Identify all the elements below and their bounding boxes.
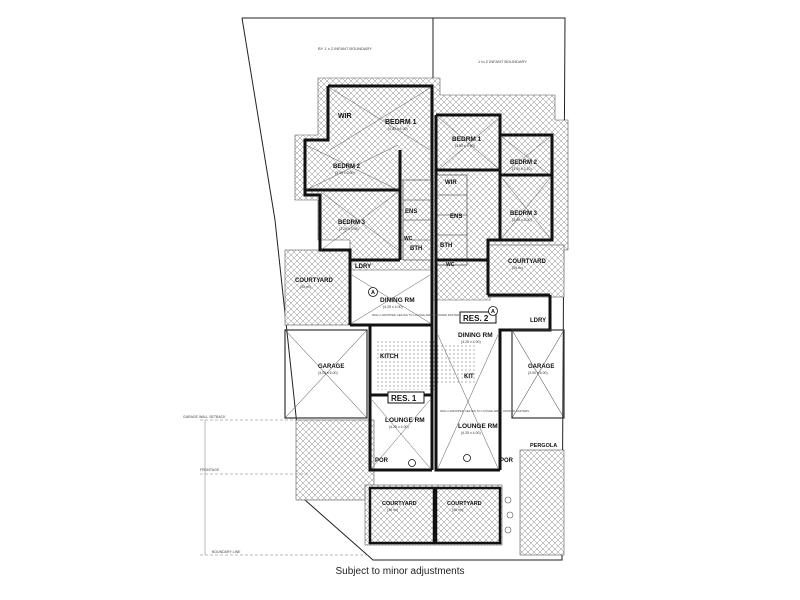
left-lounge-dim: (4.25 x 4.00) (389, 425, 409, 429)
right-garage-label: GARAGE (528, 364, 554, 370)
right-bth-label: BTH (440, 243, 452, 249)
note-boundary: BOUNDARY LINE (212, 550, 241, 554)
section-marker-right-label: A (491, 309, 495, 315)
right-lounge-label: LOUNGE RM (458, 423, 498, 430)
res1-badge (387, 391, 425, 404)
left-bth-label: BTH (410, 246, 422, 252)
left-front-courtyard-label: COURTYARD (382, 501, 417, 507)
room-diagonals (305, 87, 551, 469)
ceiling-note-right: 300mm DROPPED CEILING TO LOUNGE AREA, HO… (440, 409, 529, 413)
right-bed1-label: BEDRM 1 (452, 136, 482, 143)
note-garage-setback: GARAGE WALL SETBACK (183, 415, 226, 419)
right-courtyard-label: COURTYARD (508, 259, 546, 265)
left-dining-dim: (4.25 x 4.00) (383, 305, 403, 309)
right-lounge-dim: (4.25 x 4.00) (461, 431, 481, 435)
left-courtyard-label: COURTYARD (295, 278, 333, 284)
left-garage-label: GARAGE (318, 364, 344, 370)
right-pergola-label: PERGOLA (530, 443, 557, 449)
left-bed2-label: BEDRM 2 (333, 164, 361, 170)
left-bed3-dim: (3.29 x 3.05) (339, 227, 359, 231)
left-bed3-label: BEDRM 3 (338, 220, 366, 226)
left-kitch-label: KITCH (380, 354, 398, 360)
left-lounge-label: LOUNGE RM (385, 417, 425, 424)
left-wir-label: WIR (338, 113, 352, 120)
right-por-label: POR (500, 458, 514, 464)
right-dining-label: DINING RM (458, 332, 493, 339)
section-marker-por-left (408, 459, 416, 467)
section-marker-right (488, 306, 498, 316)
section-marker-left-label: A (371, 290, 375, 296)
left-garage-dim: (3.00 x 6.00) (318, 371, 338, 375)
ceiling-note-left: 300mm DROPPED CEILING TO LOUNGE AREA, HO… (372, 313, 461, 317)
walls-residence-1 (303, 84, 434, 472)
left-bed1-dim: (4.03 x 4.00) (388, 127, 408, 131)
plan-caption: Subject to minor adjustments (335, 566, 465, 577)
left-wc-label: WC (404, 236, 413, 242)
left-bed2-dim: (3.43 x 3.00) (335, 171, 355, 175)
left-bed1-label: BEDRM 1 (385, 119, 417, 126)
top-note-left: BY 1 x 2 INFANT BOUNDARY (318, 46, 372, 51)
left-dining-label: DINING RM (380, 297, 415, 304)
right-courtyard-dim: (25 m²) (512, 266, 523, 270)
right-ens-label: ENS (450, 214, 462, 220)
left-ens-label: ENS (405, 209, 417, 215)
top-note-right: 1 to 2 INFANT BOUNDARY (478, 59, 527, 64)
res2-label: RES. 2 (463, 314, 489, 323)
right-bed1-dim: (3.50 x 3.50) (455, 144, 475, 148)
res2-badge (459, 311, 497, 324)
left-ldry-label: LDRY (355, 264, 371, 270)
right-wir-label: WIR (445, 180, 457, 186)
left-courtyard-dim: (30 m²) (300, 285, 311, 289)
section-marker-por-right (463, 454, 471, 462)
front-courtyard-walls (368, 486, 502, 545)
right-bed2-dim: (3.40 x 3.10) (512, 167, 532, 171)
right-bed2-label: BEDRM 2 (510, 160, 538, 166)
garage-outlines (284, 329, 565, 419)
shrub-icons (504, 496, 514, 534)
paved-areas (375, 340, 477, 390)
right-bed3-label: BEDRM 3 (510, 211, 538, 217)
section-marker-left (368, 287, 378, 297)
right-ldry-label: LDRY (530, 318, 546, 324)
right-front-courtyard-label: COURTYARD (447, 501, 482, 507)
note-front-setback: FRONTAGE (200, 468, 220, 472)
left-por-label: POR (375, 458, 389, 464)
right-dining-dim: (4.25 x 4.00) (461, 340, 481, 344)
setback-lines (200, 419, 370, 556)
right-kit-label: KIT (464, 374, 474, 380)
right-front-courtyard-dim: (40 m²) (452, 508, 463, 512)
right-wc-label: WC (446, 262, 455, 268)
left-front-courtyard-dim: (36 m²) (387, 508, 398, 512)
right-bed3-dim: (3.30 x 3.00) (512, 218, 532, 222)
right-garage-dim: (3.00 x 6.00) (528, 371, 548, 375)
res1-label: RES. 1 (391, 394, 417, 403)
wet-area-grid (402, 174, 468, 266)
